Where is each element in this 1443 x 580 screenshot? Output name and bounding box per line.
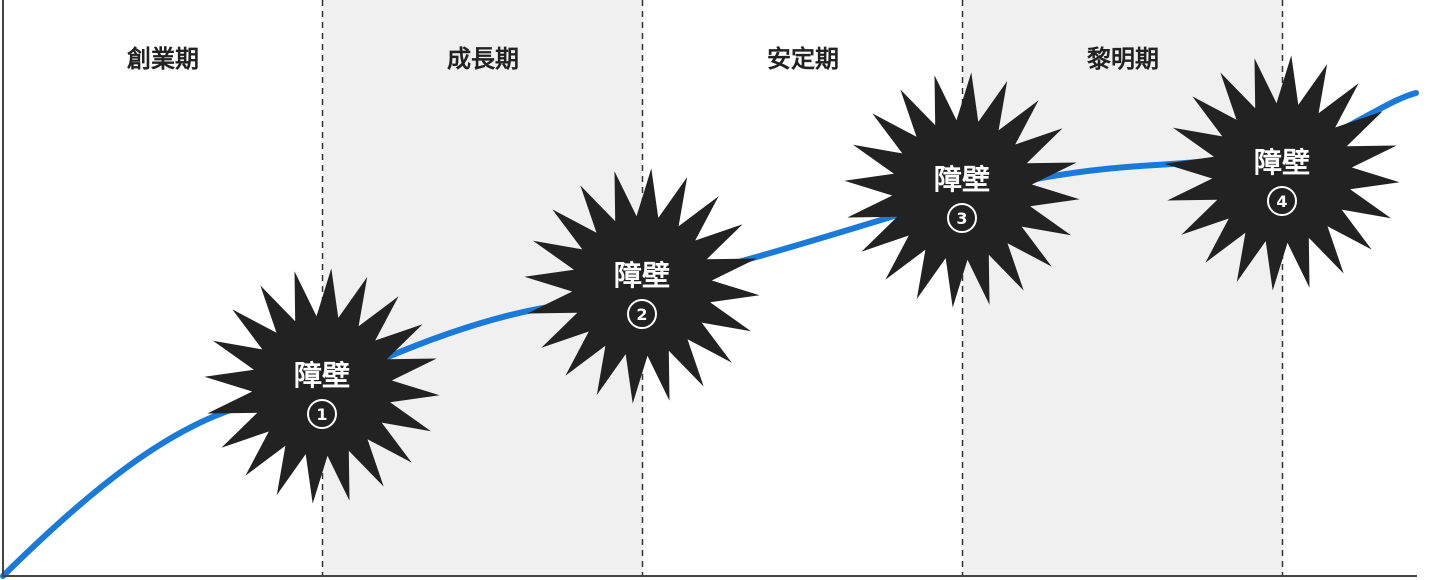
phase-label: 黎明期 xyxy=(1087,45,1159,73)
starburst-shape xyxy=(524,168,760,404)
wall-label: 障壁 xyxy=(1254,146,1310,179)
wall-label: 障壁 xyxy=(614,259,670,292)
wall-number-circle xyxy=(947,203,977,233)
starburst-shape xyxy=(1164,55,1400,291)
wall-number: 3 xyxy=(956,209,967,228)
wall-number: 4 xyxy=(1276,192,1287,211)
wall-number-circle xyxy=(627,299,657,329)
starburst-shape xyxy=(844,72,1080,308)
phase-label: 成長期 xyxy=(447,45,519,73)
wall-label: 障壁 xyxy=(294,359,350,392)
phase-label: 創業期 xyxy=(127,45,199,73)
wall-number-circle xyxy=(307,399,337,429)
wall-label: 障壁 xyxy=(934,163,990,196)
wall-burst: 障壁 3 xyxy=(844,72,1080,308)
phase-band xyxy=(963,0,1283,576)
wall-burst: 障壁 2 xyxy=(524,168,760,404)
wall-number: 1 xyxy=(316,405,327,424)
starburst-shape xyxy=(204,268,440,504)
wall-burst: 障壁 4 xyxy=(1164,55,1400,291)
phase-label: 安定期 xyxy=(767,45,839,73)
wall-number-circle xyxy=(1267,186,1297,216)
wall-burst: 障壁 1 xyxy=(204,268,440,504)
wall-number: 2 xyxy=(636,305,647,324)
